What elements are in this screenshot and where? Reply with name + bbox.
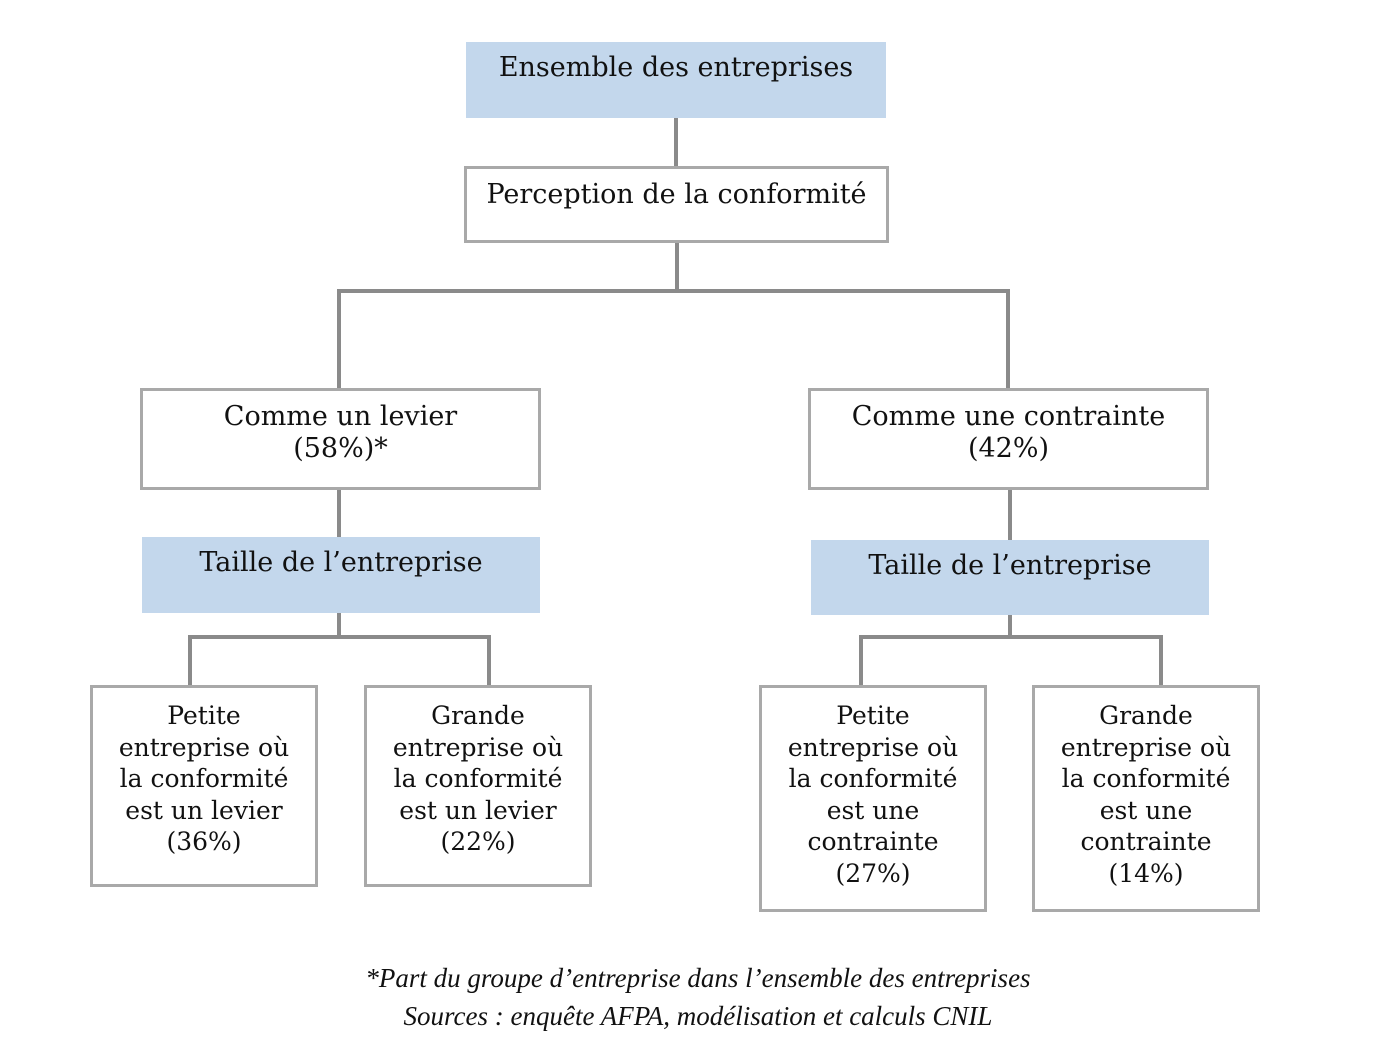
leaf-share: (27%) bbox=[835, 858, 911, 888]
branch-levier-share: (58%)* bbox=[293, 433, 388, 464]
leaf-line: la conformité bbox=[788, 764, 958, 793]
connector-left-size-down bbox=[337, 612, 341, 638]
leaf-line: est un levier bbox=[125, 795, 283, 825]
branch-levier-label: Comme un levier bbox=[223, 401, 458, 432]
leaf-line: Grande bbox=[1099, 701, 1193, 730]
connector-left-branch bbox=[337, 289, 341, 389]
leaf-line: Petite bbox=[836, 701, 910, 730]
connector-left-leaf-1 bbox=[188, 635, 192, 687]
leaf-grande-contrainte: Grande entreprise où la conformité est u… bbox=[1032, 685, 1260, 912]
connector-right-size-down bbox=[1008, 614, 1012, 638]
size-node-levier: Taille de l’entreprise bbox=[142, 537, 540, 613]
leaf-line: la conformité bbox=[393, 764, 563, 793]
branch-contrainte-label: Comme une contrainte bbox=[851, 401, 1166, 432]
footnote-note: *Part du groupe d’entreprise dans l’ense… bbox=[365, 963, 1031, 993]
leaf-line: est une bbox=[1099, 795, 1193, 825]
perception-node: Perception de la conformité bbox=[464, 166, 889, 243]
leaf-line: contrainte bbox=[807, 827, 939, 856]
branch-levier-node: Comme un levier (58%)* bbox=[140, 388, 541, 490]
connector-right-to-size bbox=[1008, 488, 1012, 541]
connector-right-leaf-1 bbox=[859, 635, 863, 687]
branch-contrainte-share: (42%) bbox=[967, 433, 1050, 464]
connector-left-to-size bbox=[337, 488, 341, 538]
leaf-line: entreprise où bbox=[392, 732, 564, 762]
leaf-share: (14%) bbox=[1108, 858, 1184, 888]
branch-contrainte-node: Comme une contrainte (42%) bbox=[808, 388, 1209, 490]
connector-right-branch bbox=[1006, 289, 1010, 389]
leaf-line: la conformité bbox=[119, 764, 289, 793]
leaf-share: (36%) bbox=[166, 827, 242, 856]
connector-right-leaf-2 bbox=[1159, 635, 1163, 687]
footnote-sources: Sources : enquête AFPA, modélisation et … bbox=[403, 1001, 993, 1031]
leaf-line: entreprise où bbox=[118, 732, 290, 762]
connector-right-leaves-horizontal bbox=[859, 635, 1163, 639]
leaf-line: Grande bbox=[431, 701, 525, 730]
leaf-line: la conformité bbox=[1061, 764, 1231, 793]
perception-label: Perception de la conformité bbox=[486, 179, 867, 210]
connector-horizontal-branches bbox=[337, 289, 1010, 293]
root-label: Ensemble des entreprises bbox=[498, 52, 854, 83]
leaf-line: Petite bbox=[167, 701, 241, 730]
leaf-petite-levier: Petite entreprise où la conformité est u… bbox=[90, 685, 318, 887]
connector-root-level1 bbox=[674, 117, 678, 166]
size-label-levier: Taille de l’entreprise bbox=[199, 547, 483, 578]
leaf-share: (22%) bbox=[440, 827, 516, 856]
leaf-line: est un levier bbox=[399, 795, 557, 825]
connector-left-leaves-horizontal bbox=[188, 635, 491, 639]
size-node-contrainte: Taille de l’entreprise bbox=[811, 540, 1209, 615]
connector-left-leaf-2 bbox=[487, 635, 491, 687]
leaf-line: contrainte bbox=[1080, 827, 1212, 856]
leaf-line: entreprise où bbox=[787, 732, 959, 762]
leaf-line: entreprise où bbox=[1060, 732, 1232, 762]
connector-level1-down bbox=[675, 241, 679, 292]
root-node: Ensemble des entreprises bbox=[466, 42, 886, 118]
leaf-petite-contrainte: Petite entreprise où la conformité est u… bbox=[759, 685, 987, 912]
leaf-grande-levier: Grande entreprise où la conformité est u… bbox=[364, 685, 592, 887]
leaf-line: est une bbox=[826, 795, 920, 825]
size-label-contrainte: Taille de l’entreprise bbox=[868, 550, 1152, 581]
